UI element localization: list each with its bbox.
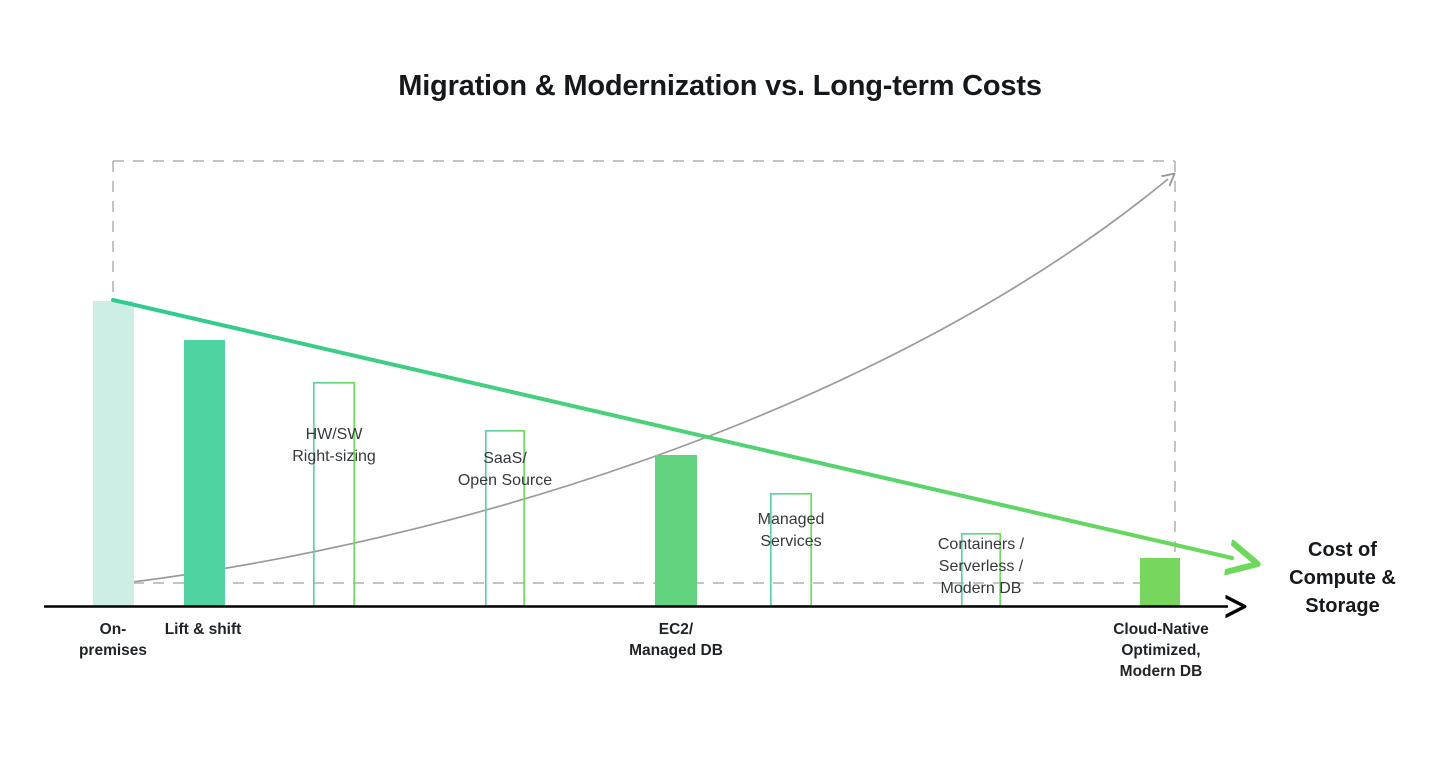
- bar-ec2-managed-db: [655, 455, 697, 606]
- bar-caption-containers-serverless-modern-db: Containers / Serverless / Modern DB: [937, 536, 1025, 597]
- axis-label-lift-and-shift: Lift & shift: [164, 621, 242, 638]
- modernization-effort-curve: [116, 179, 1168, 585]
- bar-cloud-native-optimized: [1140, 558, 1180, 606]
- bar-on-premises: [93, 301, 134, 606]
- axis-label-cloud-native-optimized: Cloud-Native Optimized, Modern DB: [1113, 621, 1209, 680]
- page-title: Migration & Modernization vs. Long-term …: [398, 70, 1042, 102]
- dashed-reference-box: [112, 160, 1176, 584]
- axis-label-ec2-managed-db: EC2/ Managed DB: [629, 621, 723, 659]
- bar-lift-and-shift: [184, 340, 225, 606]
- cost-trend-line: [111, 298, 1232, 558]
- bar-caption-managed-services: Managed Services: [757, 511, 825, 550]
- bar-caption-hw-sw-right-sizing: HW/SW Right-sizing: [292, 426, 376, 465]
- x-axis-title: Cost of Compute & Storage: [1289, 539, 1396, 617]
- bar-hw-sw-right-sizing: [312, 381, 356, 607]
- axis-label-on-premises: On- premises: [78, 621, 148, 659]
- bar-caption-saas-open-source: SaaS/ Open Source: [457, 450, 553, 489]
